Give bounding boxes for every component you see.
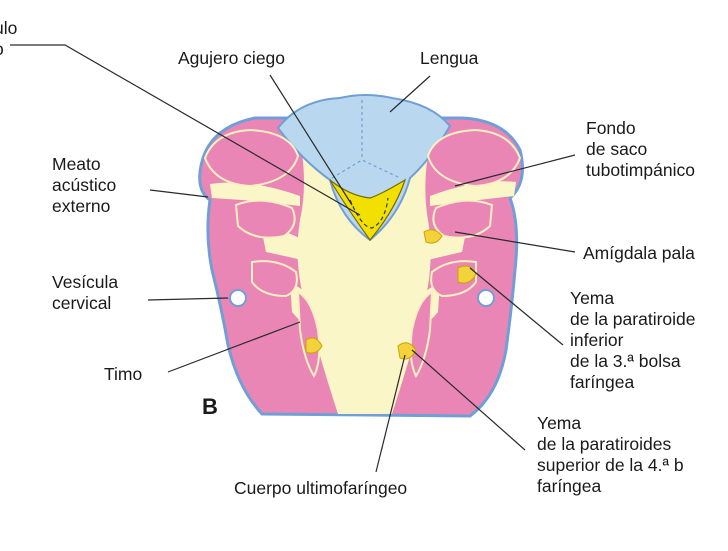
parathyroid-inferior-right xyxy=(457,265,477,284)
label-lengua: Lengua xyxy=(420,48,479,68)
label-top-left-cut: uloo xyxy=(0,18,18,59)
leader-yema-inferior xyxy=(469,267,564,346)
label-amigdala: Amígdala pala xyxy=(583,243,695,263)
label-timo: Timo xyxy=(104,364,143,384)
tongue xyxy=(276,94,452,242)
leader-yema-superior xyxy=(411,349,526,451)
cervical-vesicle-right xyxy=(477,289,495,307)
pouch-gap-right-1 xyxy=(430,181,516,206)
leader-timo xyxy=(167,321,301,373)
pouch-gap-left-1 xyxy=(210,182,300,206)
leader-lengua xyxy=(389,75,431,113)
leader-vesicula xyxy=(147,297,229,301)
label-agujero-ciego: Agujero ciego xyxy=(178,48,286,68)
leader-top-left xyxy=(10,44,361,216)
thymus-bud-right xyxy=(409,290,434,379)
arch-lobe-right-1 xyxy=(426,128,522,188)
arch-lobe-left-2 xyxy=(234,199,296,239)
leader-amigdala xyxy=(454,231,576,253)
tongue-sulcus xyxy=(331,100,401,179)
leader-cuerpo xyxy=(375,354,406,473)
leader-lines xyxy=(10,44,576,473)
arch-lobe-left-1 xyxy=(203,128,300,188)
cervical-vesicle-left xyxy=(229,289,247,307)
leader-meato xyxy=(149,189,209,198)
panel-letter: B xyxy=(202,394,218,419)
label-cuerpo-ultimofaringeo: Cuerpo ultimofaríngeo xyxy=(234,478,408,498)
foramen-cecum-region xyxy=(329,178,407,241)
thymus-bud-left xyxy=(296,290,321,379)
arch-lobe-left-3 xyxy=(251,260,298,298)
tonsil-right xyxy=(423,229,443,244)
arch-lobe-right-2 xyxy=(432,199,494,239)
leader-agujero-ciego xyxy=(269,74,353,206)
leader-fondo-de-saco xyxy=(454,154,576,187)
ultimobranchial-body-left xyxy=(305,337,323,354)
